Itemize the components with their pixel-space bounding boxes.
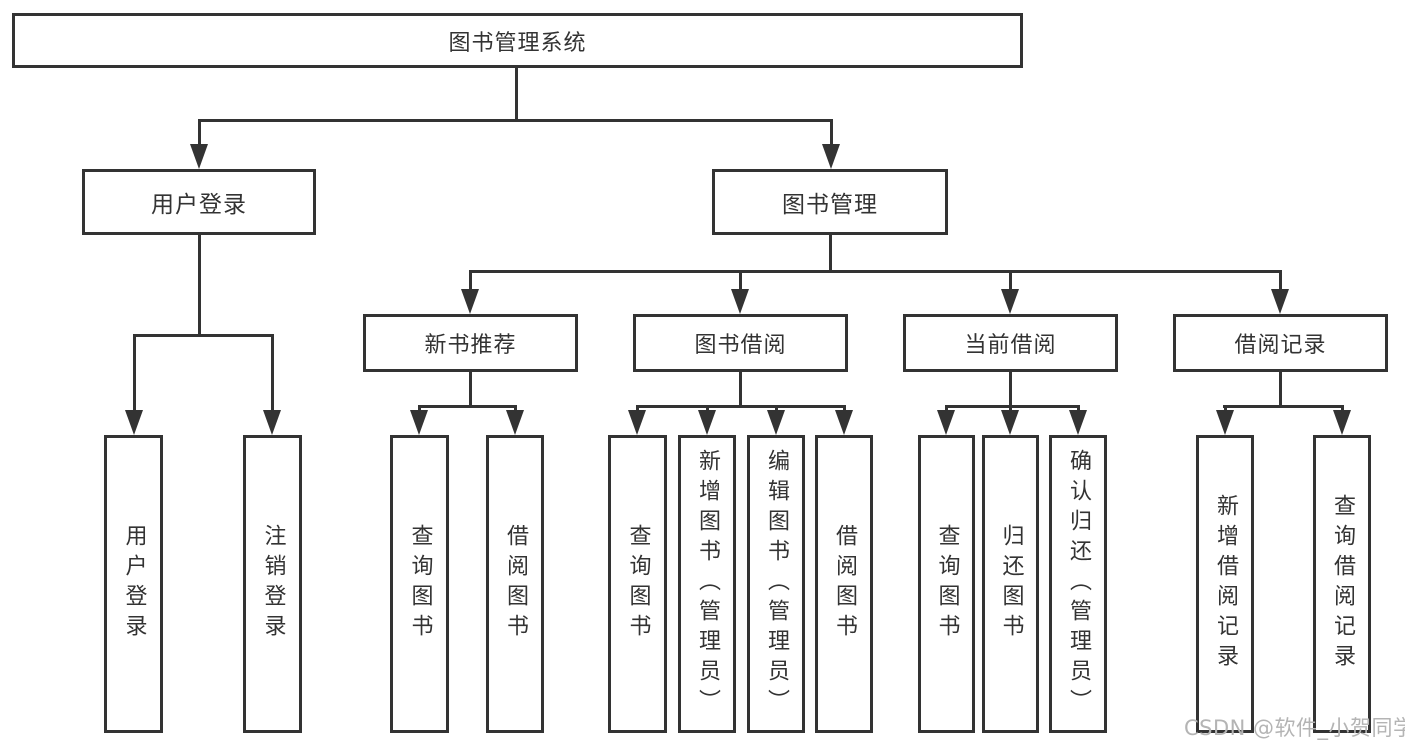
connector-records-children-stem (1278, 372, 1282, 408)
leaf-add-borrow-record: 新增借阅记录 (1196, 435, 1254, 733)
arrowhead-user-login-children-2 (263, 410, 281, 435)
connector-current-children-shaft-1 (944, 405, 948, 412)
leaf-edit-book-admin: 编辑图书（管理员） (747, 435, 805, 733)
connector-book-mgmt-to-level3-shaft-1 (468, 270, 472, 291)
connector-borrowing-children-shaft-4 (842, 405, 846, 412)
connector-book-mgmt-to-level3-shaft-2 (738, 270, 742, 291)
leaf-confirm-return-admin: 确认归还（管理员） (1049, 435, 1107, 733)
arrowhead-current-children-2 (1001, 410, 1019, 435)
node-user-login: 用户登录 (82, 169, 316, 235)
leaf-user-login: 用户登录 (104, 435, 163, 733)
arrowhead-new-book-children-2 (506, 410, 524, 435)
connector-new-book-children-shaft-1 (417, 405, 421, 412)
connector-user-login-children-shaft-1 (132, 334, 136, 412)
connector-user-login-children-stem (197, 235, 201, 337)
arrowhead-borrowing-children-2 (698, 410, 716, 435)
connector-records-children-shaft-2 (1340, 405, 1344, 412)
leaf-logout: 注销登录 (243, 435, 302, 733)
leaf-query-book-2: 查询图书 (608, 435, 667, 733)
connector-new-book-children-shaft-2 (513, 405, 517, 412)
connector-new-book-children-bar (418, 405, 516, 408)
connector-borrowing-children-shaft-1 (635, 405, 639, 412)
arrowhead-user-login-children-1 (125, 410, 143, 435)
arrowhead-book-mgmt-to-level3-3 (1001, 289, 1019, 314)
leaf-query-book-1: 查询图书 (390, 435, 449, 733)
arrowhead-borrowing-children-4 (835, 410, 853, 435)
connector-user-login-children-shaft-2 (270, 334, 274, 412)
connector-book-mgmt-to-level3-stem (828, 235, 832, 273)
connector-current-children-stem (1008, 372, 1012, 408)
connector-root-to-level2-shaft-2 (829, 119, 833, 146)
arrowhead-borrowing-children-1 (628, 410, 646, 435)
leaf-add-book-admin: 新增图书（管理员） (678, 435, 736, 733)
connector-root-to-level2-shaft-1 (197, 119, 201, 146)
arrowhead-new-book-children-1 (410, 410, 428, 435)
connector-current-children-shaft-3 (1076, 405, 1080, 412)
connector-root-to-level2-bar (198, 119, 833, 122)
arrowhead-records-children-2 (1333, 410, 1351, 435)
arrowhead-book-mgmt-to-level3-1 (461, 289, 479, 314)
leaf-query-borrow-record: 查询借阅记录 (1313, 435, 1371, 733)
connector-root-to-level2-stem (514, 68, 518, 122)
node-current-borrowing: 当前借阅 (903, 314, 1118, 372)
csdn-watermark: CSDN @软件_小贺同学 (1184, 716, 1405, 740)
node-book-borrowing: 图书借阅 (633, 314, 848, 372)
arrowhead-root-to-level2-1 (190, 144, 208, 169)
connector-borrowing-children-bar (636, 405, 845, 408)
arrowhead-borrowing-children-3 (767, 410, 785, 435)
node-borrowing-records: 借阅记录 (1173, 314, 1388, 372)
connector-records-children-bar (1223, 405, 1343, 408)
connector-borrowing-children-stem (738, 372, 742, 408)
node-root: 图书管理系统 (12, 13, 1023, 68)
connector-borrowing-children-shaft-2 (705, 405, 709, 412)
arrowhead-book-mgmt-to-level3-2 (731, 289, 749, 314)
connector-user-login-children-bar (133, 334, 274, 337)
arrowhead-records-children-1 (1216, 410, 1234, 435)
leaf-return-book: 归还图书 (982, 435, 1039, 733)
node-book-management: 图书管理 (712, 169, 948, 235)
connector-borrowing-children-shaft-3 (774, 405, 778, 412)
leaf-borrow-book-2: 借阅图书 (815, 435, 873, 733)
node-new-book-recommend: 新书推荐 (363, 314, 578, 372)
leaf-query-book-3: 查询图书 (918, 435, 975, 733)
connector-current-children-shaft-2 (1008, 405, 1012, 412)
arrowhead-current-children-3 (1069, 410, 1087, 435)
connector-current-children-bar (945, 405, 1079, 408)
connector-new-book-children-stem (468, 372, 472, 408)
arrowhead-book-mgmt-to-level3-4 (1271, 289, 1289, 314)
connector-book-mgmt-to-level3-shaft-4 (1278, 270, 1282, 291)
connector-book-mgmt-to-level3-shaft-3 (1008, 270, 1012, 291)
arrowhead-current-children-1 (937, 410, 955, 435)
connector-records-children-shaft-1 (1223, 405, 1227, 412)
arrowhead-root-to-level2-2 (822, 144, 840, 169)
connector-book-mgmt-to-level3-bar (469, 270, 1282, 273)
leaf-borrow-book-1: 借阅图书 (486, 435, 544, 733)
